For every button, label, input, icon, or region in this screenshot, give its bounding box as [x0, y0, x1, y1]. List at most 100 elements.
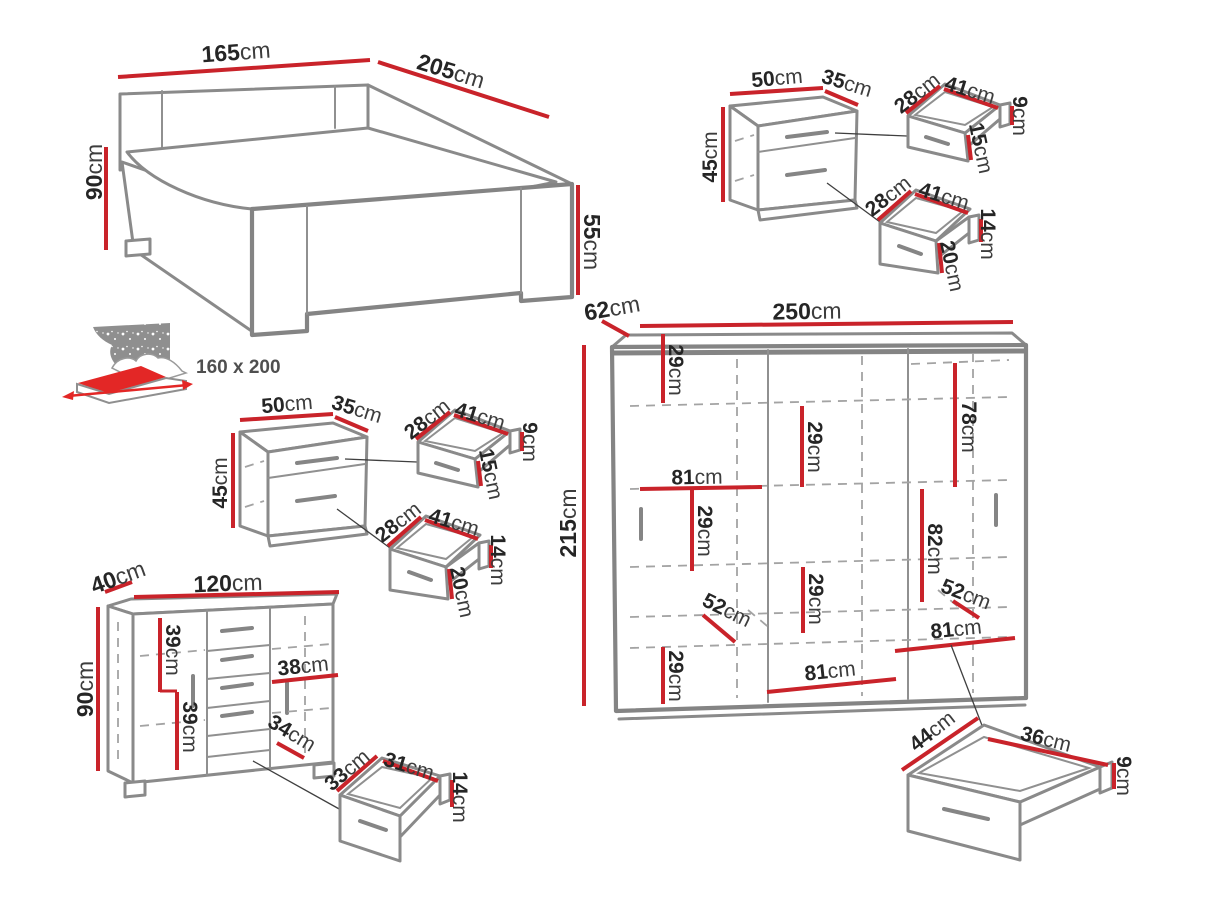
dresser-drawer-handle [220, 654, 254, 662]
nightstand-bottom-drawer: 28cm 41cm 14cm 20cm [861, 171, 1000, 293]
wardrobe-section-width-label: 81cm [929, 615, 982, 643]
dresser-drawer-divider [206, 672, 271, 680]
nightstand-left-side [238, 430, 270, 538]
drawer-depth-line [335, 754, 379, 793]
drawer-width-line [943, 87, 999, 110]
wardrobe-section-label: 78cm [958, 401, 981, 452]
wardrobe-front [609, 342, 1029, 714]
icon-arrowhead-right [182, 380, 193, 390]
nightstand-drawer-handle [295, 456, 339, 465]
drawer-handle [897, 244, 923, 256]
dresser-height-label: 90cm [72, 661, 98, 717]
nightstand-left-side [728, 104, 760, 212]
drawer-front-height-label: 20cm [445, 564, 478, 619]
drawer-front [906, 114, 970, 163]
drawer-front [906, 773, 1022, 862]
mattress-size-label: 160 x 200 [196, 357, 281, 378]
nightstand-depth-label: 35cm [329, 390, 385, 427]
drawer-pointer-line [252, 760, 342, 811]
drawer-depth-line [414, 410, 452, 441]
drawer-front-height-label: 15cm [474, 446, 507, 501]
drawer-height-label: 9cm [1113, 756, 1136, 796]
icon-width-arrow [67, 383, 189, 398]
nightstand-plinth [266, 524, 369, 548]
drawer-height-label: 14cm [449, 771, 472, 822]
wardrobe-depth-label: 62cm [582, 290, 642, 325]
drawer-width-label: 41cm [452, 397, 508, 434]
nightstand-top-drawer: 28cm 41cm 9cm 15cm [400, 394, 542, 501]
dresser-drawer-handle [220, 682, 254, 690]
drawer-side-endcap [438, 772, 452, 806]
dresser-shelf-dash [271, 707, 332, 714]
drawer-back-height-label: 9cm [1009, 96, 1032, 136]
drawer-width-line [382, 759, 439, 783]
dresser-shelf-width-line [271, 673, 339, 684]
nightstand-side-dash [734, 174, 755, 182]
drawer-back-height-label: 14cm [977, 208, 1000, 259]
drawer-front-height-line [447, 568, 454, 600]
drawer-front [338, 793, 402, 863]
dresser-drawer-handle [220, 710, 254, 718]
drawer-depth-line [904, 84, 942, 115]
dresser-left-side [106, 604, 135, 785]
dresser-drawer-divider [206, 700, 271, 709]
dresser-shelf-depth-line [276, 741, 305, 760]
drawer-handle [942, 807, 990, 821]
nightstand-height-label: 45cm [209, 457, 232, 508]
drawer-width-line [453, 413, 509, 436]
drawer-width-label: 36cm [1018, 722, 1073, 757]
dresser-depth-line [104, 580, 133, 594]
nightstand-front [266, 435, 369, 538]
drawer-side-endcap [998, 101, 1012, 129]
wardrobe-section-width-label: 81cm [671, 465, 723, 489]
wardrobe-shelf-depth-line [701, 613, 737, 644]
drawer-depth-line [876, 189, 913, 222]
drawer-depth-line [386, 515, 423, 548]
dresser-shelf-dash [139, 649, 206, 657]
nightstand-drawer-handle [295, 494, 337, 503]
wardrobe-section-width-line [639, 485, 763, 491]
nightstand-drawer-divider [757, 137, 856, 153]
drawer-handle [358, 819, 388, 832]
drawer-front-height-line [966, 134, 973, 161]
dresser-drawer-divider [206, 644, 271, 652]
nightstand-drawer-handle [785, 130, 829, 139]
wardrobe-shelf-label: 29cm [694, 505, 717, 556]
bed-diagram: 165cm 205cm 90cm 55cm [81, 37, 605, 338]
dresser-shelf-dash [271, 643, 332, 650]
wardrobe-plinth-line [617, 703, 1027, 721]
nightstand-plinth [756, 198, 859, 222]
dresser-width-label: 120cm [193, 569, 263, 597]
bed-length-dimension-line [377, 60, 550, 119]
dresser-drawer-handle [220, 626, 254, 633]
dresser-drawer-divider [206, 728, 271, 737]
dresser-lower-section-label: 39cm [179, 701, 202, 752]
drawer-front [416, 440, 480, 489]
drawer-front-height-line [937, 242, 944, 274]
nightstand-side-dash [244, 460, 265, 468]
wardrobe-shelf-label: 29cm [804, 421, 827, 472]
icon-arrowhead-left [62, 391, 74, 400]
wardrobe-width-line [639, 320, 1014, 328]
nightstand-depth-line [334, 415, 369, 433]
drawer-width-line [914, 192, 969, 215]
bed-foot-left [124, 237, 152, 258]
bed-side-rail [366, 83, 574, 186]
wardrobe-height-label: 215cm [555, 488, 581, 557]
dresser-foot [312, 761, 336, 780]
drawer-handle [434, 461, 460, 472]
drawer-pointer-line [344, 458, 418, 463]
drawer-width-line [987, 737, 1109, 767]
drawer-inner-rim [916, 735, 1093, 793]
bed-width-dimension-line [117, 58, 371, 79]
nightstand-side-dash [734, 134, 755, 142]
bed-width-label: 165cm [201, 37, 272, 68]
bed-size-icon: 160 x 200 [62, 323, 281, 405]
dresser-shelf-width-label: 38cm [276, 652, 329, 680]
wardrobe-depth-dash [747, 609, 773, 631]
nightstand-depth-label: 35cm [819, 64, 875, 101]
wardrobe-shelf-label: 29cm [665, 344, 688, 395]
nightstand-depth-line [824, 89, 859, 107]
dresser-shelf-dash [139, 719, 206, 727]
